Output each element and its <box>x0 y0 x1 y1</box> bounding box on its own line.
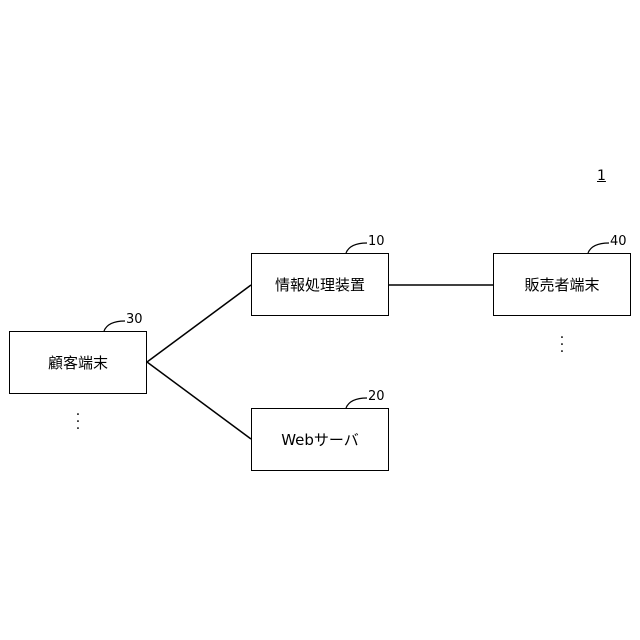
web-server-box: Webサーバ <box>251 408 389 471</box>
edge-customer-to-info <box>147 285 251 362</box>
leader-40 <box>588 243 609 253</box>
leader-30 <box>104 321 125 331</box>
seller-terminal-box: 販売者端末 <box>493 253 631 316</box>
continuation-dots-seller: ··· <box>557 335 567 356</box>
info-processing-device-box: 情報処理装置 <box>251 253 389 316</box>
edge-customer-to-web <box>147 362 251 439</box>
figure-number: 1 <box>597 168 606 184</box>
leader-10 <box>346 243 367 253</box>
info-processing-device-label: 情報処理装置 <box>275 274 365 295</box>
web-server-label: Webサーバ <box>281 429 359 450</box>
ref-20: 20 <box>368 389 385 404</box>
ref-30: 30 <box>126 312 143 327</box>
seller-terminal-label: 販売者端末 <box>524 274 599 295</box>
ref-10: 10 <box>368 234 385 249</box>
customer-terminal-label: 顧客端末 <box>48 352 108 373</box>
leader-20 <box>346 398 367 408</box>
continuation-dots-customer: ··· <box>73 412 83 433</box>
customer-terminal-box: 顧客端末 <box>9 331 147 394</box>
ref-40: 40 <box>610 234 627 249</box>
